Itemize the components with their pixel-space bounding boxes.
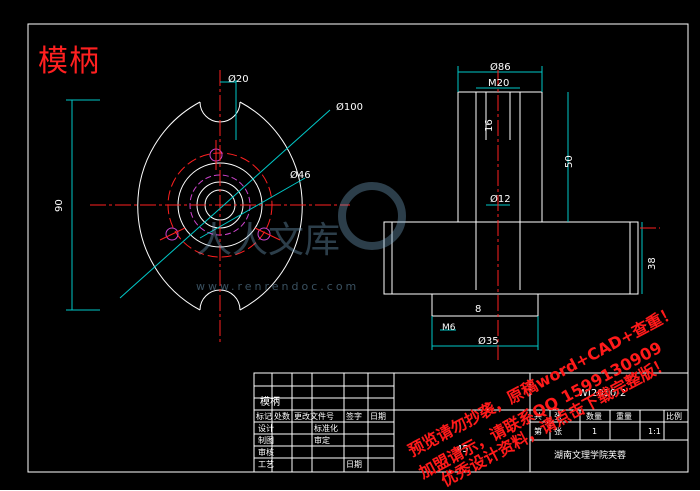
title-block-grid: [253, 372, 689, 473]
sheet-col-qty: 数量: [586, 411, 602, 421]
dim-d86: Ø86: [490, 61, 511, 73]
role-design: 设计: [258, 423, 274, 433]
bolt-hole-2: [165, 227, 179, 241]
school-name: 湖南文理学院芙蓉: [554, 449, 626, 461]
hdr-date: 日期: [370, 412, 386, 421]
label-approve: 审定: [314, 435, 330, 445]
hdr-change: 更改文件号: [294, 411, 334, 421]
sheet-val-sheet: 张: [554, 427, 562, 436]
dim-m20: M20: [488, 78, 509, 89]
material-no: 45: [456, 444, 469, 455]
dims-top-view: [66, 80, 331, 311]
sheet-col-sheets: 张: [554, 412, 562, 421]
spigot: [431, 293, 539, 317]
dim-d35: Ø35: [478, 335, 499, 347]
centerlines-top-view: [90, 70, 350, 345]
dims-section-view: [431, 66, 643, 350]
dim-50: 50: [564, 155, 575, 168]
sheet-col-weight: 重量: [616, 411, 632, 421]
flange: [383, 221, 639, 295]
dim-38: 38: [647, 257, 658, 270]
dim-d100: Ø100: [336, 101, 363, 113]
outer-contour: [137, 101, 303, 311]
dim-h90: 90: [54, 199, 65, 212]
dim-d46: Ø46: [290, 169, 311, 181]
hdr-sign: 签字: [346, 411, 362, 421]
dim-m6: M6: [442, 323, 456, 333]
bolt-hole-3: [257, 227, 271, 241]
sheet-val-scale: 1:1: [648, 427, 661, 436]
hdr-mark: 标记: [256, 411, 272, 421]
dim-16: 16: [484, 119, 495, 132]
watermark-logo-icon: [338, 182, 406, 250]
section-view: [383, 91, 639, 317]
dim-8: 8: [475, 304, 481, 315]
title-block-name: 模柄: [260, 395, 280, 408]
sheet-val-qty: 1: [592, 427, 597, 436]
label-date: 日期: [346, 460, 362, 469]
centerlines-section-view: [497, 70, 660, 360]
sheet-col-total: 共: [534, 412, 542, 421]
hdr-count: 处数: [274, 411, 290, 421]
label-standard: 标准化: [314, 423, 338, 433]
drawing-number: WJ2010-2: [578, 388, 626, 399]
role-draw: 制图: [258, 435, 274, 445]
sheet-val-no: 第: [534, 426, 542, 436]
role-process: 工艺: [258, 460, 274, 469]
part-title: 模柄: [38, 44, 100, 79]
watermark-url: www.renrendoc.com: [196, 280, 359, 293]
sheet-col-scale: 比例: [666, 411, 682, 421]
dim-d12: Ø12: [490, 193, 511, 205]
role-check: 审核: [258, 447, 274, 457]
dim-d20: Ø20: [228, 73, 249, 85]
watermark-brand: 人人文库: [196, 220, 340, 261]
